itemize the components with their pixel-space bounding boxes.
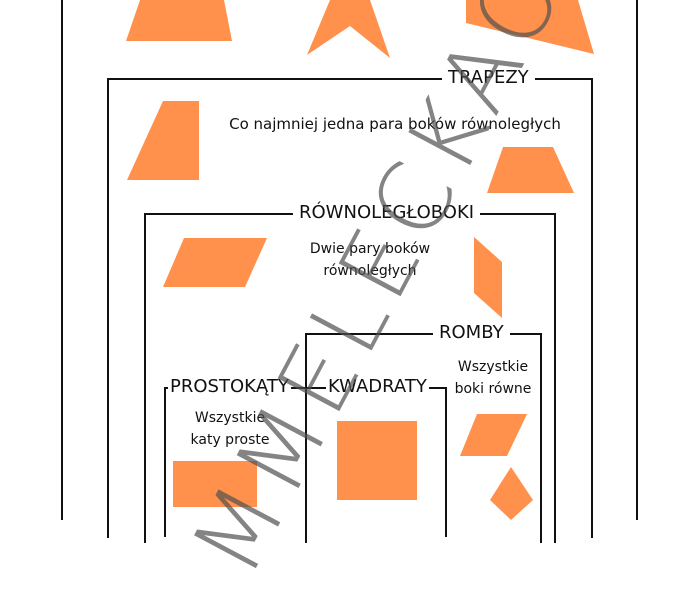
parallelogram-vertical-shape [474,237,502,318]
set-kwadraty-label: KWADRATY [326,376,429,398]
set-prostokaty-label: PROSTOKĄTY [168,376,291,398]
shapes-layer [126,0,594,520]
desc-line-1: Wszystkie [457,359,529,375]
set-trapezy-description: Co najmniej jedna para boków równoległyc… [229,115,561,133]
desc-line-1: Dwie pary boków [309,241,431,257]
rhombus-slanted-shape [460,414,527,456]
desc-line-2: równoległych [323,263,417,279]
desc-line-2: boki równe [454,381,532,397]
set-romby-label: ROMBY [433,322,510,344]
rectangle-shape [173,461,257,507]
set-romby-frame [305,333,542,543]
square-shape [337,421,417,500]
desc-line-2: katy proste [190,432,270,448]
set-romby-description: Wszystkie boki równe [448,356,538,400]
parallelogram-horizontal-shape [163,238,267,287]
set-trapezy-frame [107,78,593,538]
set-trapezy-label: TRAPEZY [442,67,535,89]
top-quadrilateral-shape [466,0,594,54]
trapezy-isosceles-trapezoid-shape [487,147,574,193]
top-trapezoid-shape [126,0,232,41]
page-border-right [636,0,638,520]
set-prostokaty-description: Wszystkie katy proste [170,407,290,451]
desc-line-1: Wszystkie [194,410,266,426]
trapezy-right-trapezoid-shape [127,101,199,180]
top-concave-kite-shape [307,0,390,58]
page-border-left [61,0,63,520]
rhombus-diamond-shape [490,467,533,520]
set-rownoleglyboki-description: Dwie pary boków równoległych [290,238,450,282]
set-rownoleglyboki-label: RÓWNOLEGŁOBOKI [293,202,481,224]
